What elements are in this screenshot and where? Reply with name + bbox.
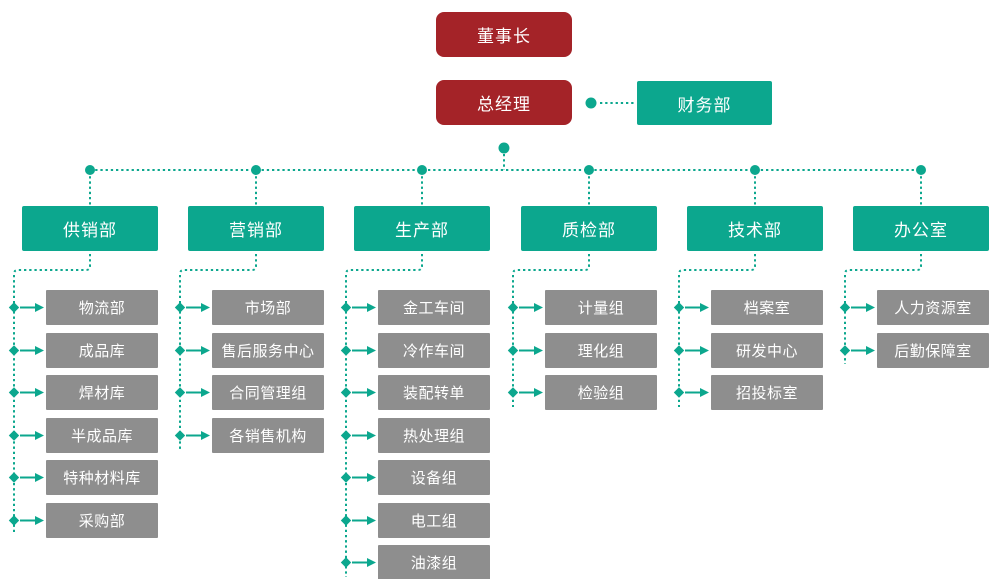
node-dept-supply-sales: 供销部 (22, 206, 158, 251)
arrow-head-icon (35, 473, 44, 482)
node-sub-quality-inspection-2: 检验组 (545, 375, 657, 410)
node-sub-technology-0: 档案室 (711, 290, 823, 325)
node-sub-marketing-3: 各销售机构 (212, 418, 324, 453)
node-sub-marketing-2: 合同管理组 (212, 375, 324, 410)
node-finance-dept: 财务部 (637, 81, 772, 125)
arrow-head-icon (201, 303, 210, 312)
node-sub-supply-sales-1: 成品库 (46, 333, 158, 368)
marker-spine-office-1 (839, 345, 851, 356)
marker-spine-supply-sales-0 (8, 302, 20, 313)
node-sub-production-2: 装配转单 (378, 375, 490, 410)
marker-line-supply-sales (85, 165, 95, 175)
node-dept-quality-inspection: 质检部 (521, 206, 657, 251)
node-dept-marketing: 营销部 (188, 206, 324, 251)
node-sub-supply-sales-4: 特种材料库 (46, 460, 158, 495)
marker-spine-production-5 (340, 515, 352, 526)
node-sub-production-4: 设备组 (378, 460, 490, 495)
node-sub-production-1: 冷作车间 (378, 333, 490, 368)
node-sub-technology-2: 招投标室 (711, 375, 823, 410)
marker-spine-office-0 (839, 302, 851, 313)
marker-spine-production-4 (340, 472, 352, 483)
arrow-head-icon (35, 431, 44, 440)
marker-spine-supply-sales-1 (8, 345, 20, 356)
marker-line-quality-inspection (584, 165, 594, 175)
marker-spine-production-6 (340, 557, 352, 568)
arrow-head-icon (367, 388, 376, 397)
arrow-head-icon (367, 431, 376, 440)
marker-spine-production-2 (340, 387, 352, 398)
node-sub-marketing-0: 市场部 (212, 290, 324, 325)
marker-spine-supply-sales-5 (8, 515, 20, 526)
marker-spine-production-3 (340, 430, 352, 441)
node-sub-supply-sales-3: 半成品库 (46, 418, 158, 453)
marker-spine-marketing-1 (174, 345, 186, 356)
marker-spine-marketing-2 (174, 387, 186, 398)
node-sub-production-0: 金工车间 (378, 290, 490, 325)
marker-spine-technology-0 (673, 302, 685, 313)
marker-spine-technology-1 (673, 345, 685, 356)
marker-spine-technology-2 (673, 387, 685, 398)
node-sub-production-5: 电工组 (378, 503, 490, 538)
node-chairman: 董事长 (436, 12, 572, 57)
arrow-head-icon (367, 303, 376, 312)
node-sub-quality-inspection-1: 理化组 (545, 333, 657, 368)
arrow-head-icon (700, 346, 709, 355)
arrow-head-icon (700, 388, 709, 397)
arrow-head-icon (534, 346, 543, 355)
arrow-head-icon (866, 303, 875, 312)
node-sub-quality-inspection-0: 计量组 (545, 290, 657, 325)
marker-line-marketing (251, 165, 261, 175)
marker-spine-production-0 (340, 302, 352, 313)
node-sub-technology-1: 研发中心 (711, 333, 823, 368)
marker-spine-supply-sales-2 (8, 387, 20, 398)
node-sub-office-1: 后勤保障室 (877, 333, 989, 368)
arrow-head-icon (201, 388, 210, 397)
arrow-head-icon (700, 303, 709, 312)
arrow-head-icon (35, 346, 44, 355)
node-sub-production-3: 热处理组 (378, 418, 490, 453)
node-general-manager: 总经理 (436, 80, 572, 125)
marker-line-production (417, 165, 427, 175)
marker-spine-marketing-0 (174, 302, 186, 313)
marker-spine-quality-inspection-2 (507, 387, 519, 398)
arrow-head-icon (367, 558, 376, 567)
marker-gm-drop (498, 142, 510, 154)
arrow-head-icon (534, 388, 543, 397)
arrow-head-icon (367, 516, 376, 525)
arrow-head-icon (866, 346, 875, 355)
node-sub-supply-sales-5: 采购部 (46, 503, 158, 538)
marker-spine-marketing-3 (174, 430, 186, 441)
arrow-head-icon (35, 516, 44, 525)
arrow-head-icon (35, 388, 44, 397)
node-dept-production: 生产部 (354, 206, 490, 251)
marker-gm-finance (585, 97, 597, 109)
arrow-head-icon (35, 303, 44, 312)
marker-spine-production-1 (340, 345, 352, 356)
marker-spine-quality-inspection-1 (507, 345, 519, 356)
arrow-head-icon (201, 346, 210, 355)
marker-spine-supply-sales-4 (8, 472, 20, 483)
marker-spine-supply-sales-3 (8, 430, 20, 441)
marker-line-technology (750, 165, 760, 175)
node-dept-technology: 技术部 (687, 206, 823, 251)
node-sub-supply-sales-0: 物流部 (46, 290, 158, 325)
node-sub-production-6: 油漆组 (378, 545, 490, 579)
marker-line-office (916, 165, 926, 175)
node-dept-office: 办公室 (853, 206, 989, 251)
arrow-head-icon (201, 431, 210, 440)
node-sub-office-0: 人力资源室 (877, 290, 989, 325)
node-sub-marketing-1: 售后服务中心 (212, 333, 324, 368)
node-sub-supply-sales-2: 焊材库 (46, 375, 158, 410)
arrow-head-icon (367, 346, 376, 355)
arrow-head-icon (534, 303, 543, 312)
marker-spine-quality-inspection-0 (507, 302, 519, 313)
arrow-head-icon (367, 473, 376, 482)
